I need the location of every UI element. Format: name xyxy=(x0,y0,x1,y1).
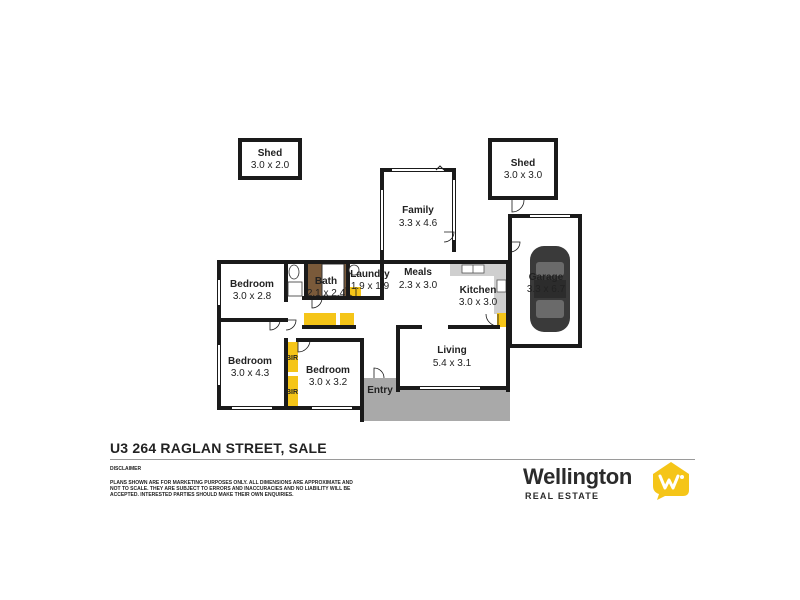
bir-label-1: BIR xyxy=(286,355,298,362)
room-label-family: Family xyxy=(402,205,434,216)
vanity xyxy=(287,281,303,297)
room-dim-bedroom-top: 3.0 x 2.8 xyxy=(233,291,272,302)
car-icon xyxy=(530,246,570,332)
door-swings xyxy=(269,165,525,379)
room-label-shed-left: Shed xyxy=(258,148,282,159)
cupboards xyxy=(286,287,509,406)
room-dim-family: 3.3 x 4.6 xyxy=(399,218,438,229)
room-label-laundry: Laundry xyxy=(350,269,390,280)
room-label-bedroom-mid: Bedroom xyxy=(306,365,350,376)
bir-label-2: BIR xyxy=(286,389,298,396)
room-dim-kitchen: 3.0 x 3.0 xyxy=(459,297,498,308)
disclaimer-text: PLANS SHOWN ARE FOR MARKETING PURPOSES O… xyxy=(110,480,353,498)
property-address: U3 264 RAGLAN STREET, SALE xyxy=(110,440,327,456)
room-label-living: Living xyxy=(437,345,466,356)
room-dim-bath: 2.1 x 2.4 xyxy=(307,288,346,299)
room-label-entry: Entry xyxy=(367,385,393,396)
room-dim-shed-left: 3.0 x 2.0 xyxy=(251,160,290,171)
entry-floor xyxy=(362,378,398,400)
room-label-bath: Bath xyxy=(315,276,337,287)
disclaimer-title: DISCLAIMER xyxy=(110,466,142,472)
windows xyxy=(217,168,570,410)
room-label-garage: Garage xyxy=(529,272,564,283)
laundry-tub xyxy=(348,264,360,276)
room-label-kitchen: Kitchen xyxy=(460,285,497,296)
room-dim-garage: 3.3 x 6.7 xyxy=(527,284,566,295)
room-label-bedroom-left: Bedroom xyxy=(228,356,272,367)
wellington-w-speech-bubble-icon xyxy=(653,462,689,500)
brand-name: Wellington xyxy=(523,464,633,489)
brand-subtitle: REAL ESTATE xyxy=(525,491,600,501)
bathroom-fixtures xyxy=(287,264,360,297)
room-dim-shed-right: 3.0 x 3.0 xyxy=(504,170,543,181)
room-label-shed-right: Shed xyxy=(511,158,535,169)
footer-divider xyxy=(110,459,695,460)
room-label-meals: Meals xyxy=(404,267,432,278)
room-dim-living: 5.4 x 3.1 xyxy=(433,358,472,369)
toilet xyxy=(288,264,300,280)
room-dim-bedroom-left: 3.0 x 4.3 xyxy=(231,368,270,379)
room-dim-bedroom-mid: 3.0 x 3.2 xyxy=(309,377,348,388)
room-dim-laundry: 1.9 x 1.9 xyxy=(351,281,390,292)
room-label-bedroom-top: Bedroom xyxy=(230,279,274,290)
cooktop xyxy=(496,279,507,293)
room-dim-meals: 2.3 x 3.0 xyxy=(399,280,438,291)
agency-brand: Wellington REAL ESTATE xyxy=(523,462,703,504)
